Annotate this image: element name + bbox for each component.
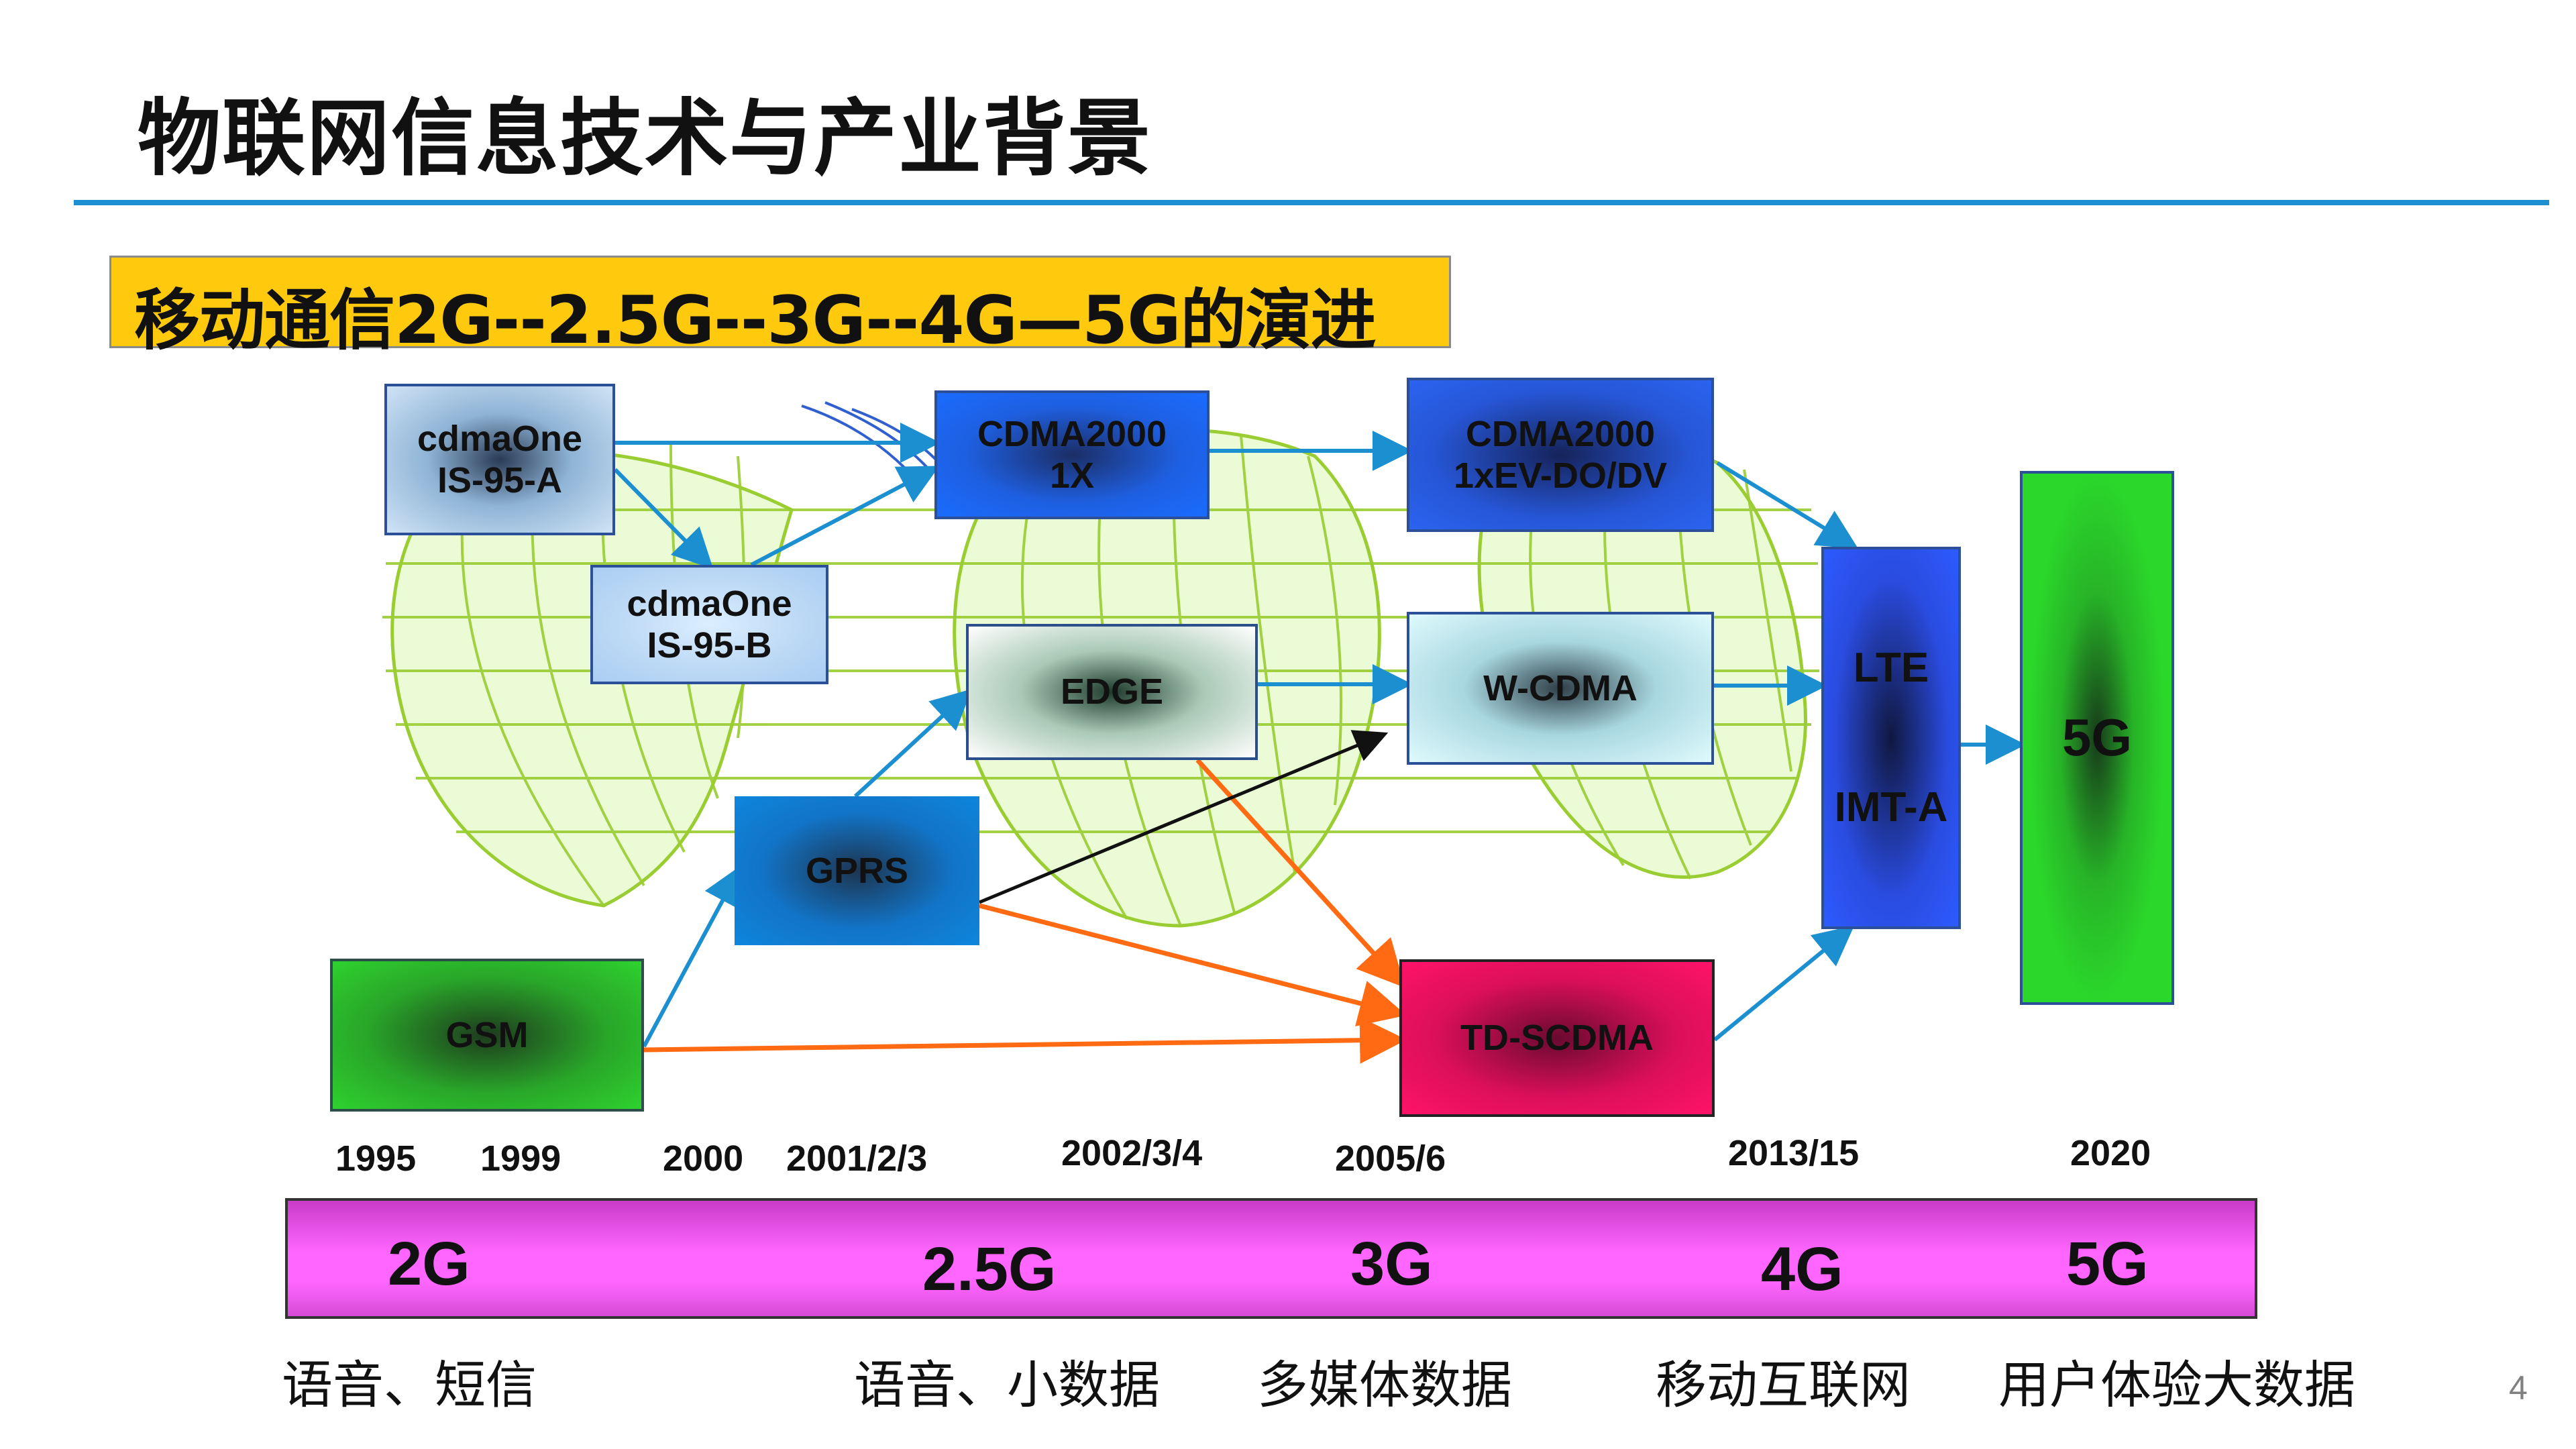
subtitle-banner: 移动通信2G--2.5G--3G--4G—5G的演进 xyxy=(109,256,1451,359)
arrow-is95b-to-cdma1x xyxy=(750,466,940,567)
generation-label: 5G xyxy=(2066,1230,2149,1298)
node-label-line2: IS-95-A xyxy=(437,460,563,500)
feature-label: 语音、短信 xyxy=(282,1355,537,1415)
year-label: 2020 xyxy=(2070,1133,2151,1173)
generation-label: 2G xyxy=(388,1230,470,1298)
node-cdmaone-is95a: cdmaOne IS-95-A xyxy=(384,384,615,535)
feature-label: 语音、小数据 xyxy=(854,1355,1160,1415)
year-label: 2000 xyxy=(663,1138,744,1179)
arrow-gsm-to-tdscdma xyxy=(643,1016,1407,1064)
feature-label: 多媒体数据 xyxy=(1257,1355,1512,1415)
feature-label: 用户体验大数据 xyxy=(1998,1355,2355,1415)
node-cdma2000-evdo: CDMA2000 1xEV-DO/DV xyxy=(1407,378,1714,532)
node-gprs: GPRS xyxy=(735,796,979,945)
generation-label: 3G xyxy=(1350,1230,1433,1298)
year-label: 2001/2/3 xyxy=(786,1138,928,1179)
node-label: TD-SCDMA xyxy=(1460,1018,1654,1059)
node-cdma2000-1x: CDMA2000 1X xyxy=(934,390,1210,519)
node-label-line2: IS-95-B xyxy=(647,625,772,665)
year-label: 2005/6 xyxy=(1335,1138,1446,1179)
arrow-gprs-to-wcdma xyxy=(979,730,1389,904)
node-edge: EDGE xyxy=(966,624,1258,760)
slide-title: 物联网信息技术与产业背景 xyxy=(138,91,1152,187)
node-label-line1: CDMA2000 xyxy=(977,413,1167,454)
node-label: W-CDMA xyxy=(1483,667,1638,708)
feature-label: 移动互联网 xyxy=(1656,1355,1911,1415)
node-cdmaone-is95b: cdmaOne IS-95-B xyxy=(590,565,828,684)
node-label-line2: 1X xyxy=(1049,455,1095,496)
node-label-line1: cdmaOne xyxy=(627,583,792,624)
node-label-line2: 1xEV-DO/DV xyxy=(1453,455,1668,496)
node-label-line1: LTE xyxy=(1853,645,1929,691)
subtitle-text: 移动通信2G--2.5G--3G--4G—5G的演进 xyxy=(134,282,1377,359)
year-label: 1999 xyxy=(480,1138,561,1179)
arrow-is95a-to-is95b xyxy=(613,468,714,570)
node-td-scdma: TD-SCDMA xyxy=(1399,959,1715,1117)
generation-label: 2.5G xyxy=(922,1235,1057,1303)
node-label: GPRS xyxy=(805,850,909,891)
node-label: EDGE xyxy=(1060,672,1164,712)
arrow-evdo-to-lte xyxy=(1716,461,1859,549)
node-5g: 5G xyxy=(2020,471,2174,1005)
arrow-gsm-to-gprs xyxy=(642,865,742,1048)
title-divider xyxy=(74,200,2549,205)
node-label: 5G xyxy=(2061,708,2133,767)
arrow-tdscdma-to-lte xyxy=(1713,925,1855,1042)
arrow-gprs-to-tdscdma xyxy=(979,903,1407,1026)
evolution-arrows xyxy=(613,423,2026,1064)
year-label: 2013/15 xyxy=(1728,1133,1860,1173)
page-number: 4 xyxy=(2509,1369,2528,1407)
node-gsm: GSM xyxy=(330,959,644,1112)
year-label: 2002/3/4 xyxy=(1061,1133,1203,1173)
node-label: GSM xyxy=(445,1014,529,1055)
year-label: 1995 xyxy=(335,1138,417,1179)
node-label-line1: cdmaOne xyxy=(417,418,583,459)
node-wcdma: W-CDMA xyxy=(1407,612,1714,765)
generation-bar xyxy=(285,1198,2257,1319)
generation-label: 4G xyxy=(1761,1235,1843,1303)
node-lte-imt-a: LTE IMT-A xyxy=(1821,547,1961,929)
arrow-gprs-to-edge xyxy=(853,688,972,798)
node-label-line2: IMT-A xyxy=(1834,784,1948,830)
node-label-line1: CDMA2000 xyxy=(1465,413,1656,454)
